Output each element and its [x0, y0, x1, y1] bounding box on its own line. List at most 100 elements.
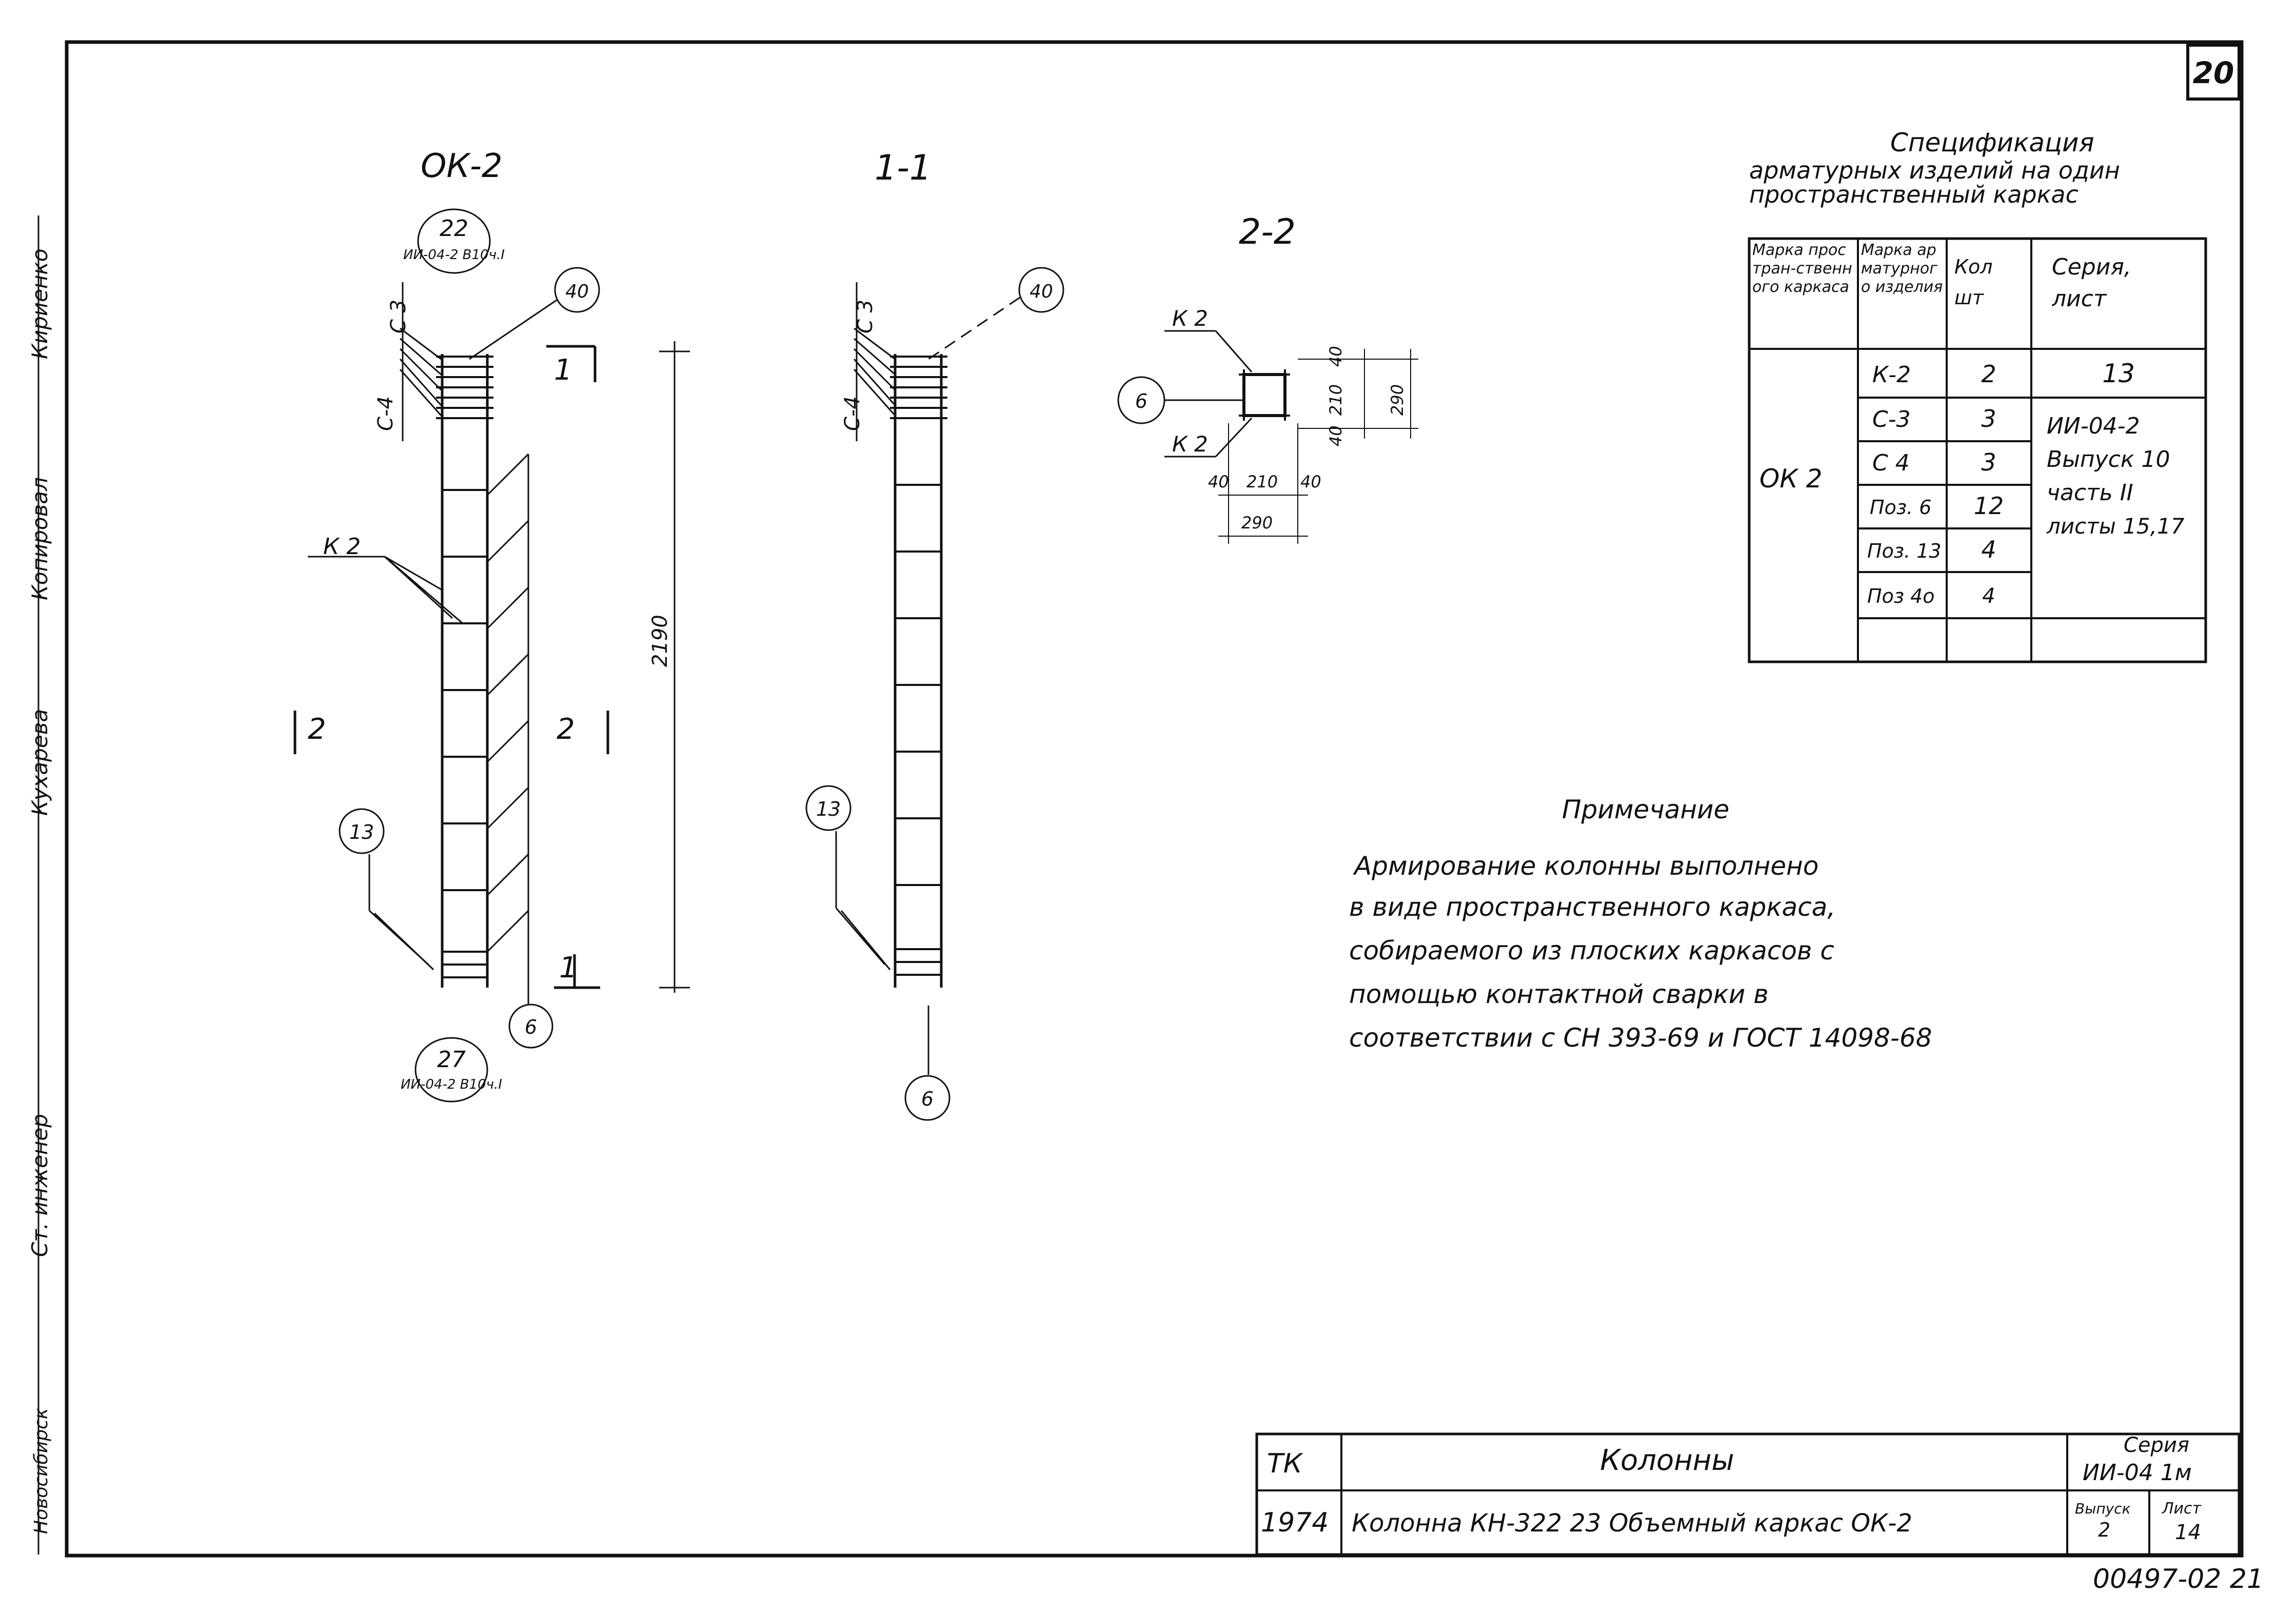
note-line-2: в виде пространственного каркаса,	[1349, 892, 1835, 922]
callout-40-ok2	[554, 267, 600, 313]
label-c3: С 3	[387, 300, 410, 333]
spec-row-1-item: К-2	[1872, 362, 1911, 388]
callout-13-sec11	[805, 785, 852, 831]
label-k2-ok2: К 2	[323, 534, 361, 560]
dim-290-bottom: 290	[1241, 513, 1273, 533]
spec-row-6-item: Поз 4о	[1867, 585, 1935, 607]
bottom-ref-text: ИИ-04-2 В10ч.I	[401, 1077, 502, 1092]
stamp-name: Колонны	[1600, 1444, 1734, 1477]
callout-6-sec22-label: 6	[1135, 390, 1147, 412]
spec-title-2: арматурных изделий на один	[1749, 156, 2120, 184]
view-ok2-title: ОК-2	[421, 147, 503, 185]
page-number: 20	[2193, 55, 2234, 90]
view-section-1-1: 1-1 С 3 С-4	[805, 148, 1064, 1121]
dim-height: 2190	[648, 615, 672, 667]
view-ok2: ОК-2 22 ИИ-04-2 В10ч.I	[293, 147, 690, 1103]
stamp-year: 1974	[1261, 1507, 1329, 1538]
bottom-ref-circle	[414, 1037, 488, 1103]
label-k2-sec22-bottom: К 2	[1172, 431, 1208, 457]
label-c4-sec11: С-4	[841, 396, 864, 431]
spec-series-line-1: ИИ-04-2	[2047, 413, 2140, 439]
label-c4: С-4	[374, 396, 398, 431]
stamp-code: ТК	[1267, 1448, 1303, 1479]
stamp-issue-value: 2	[2098, 1519, 2110, 1541]
spec-row-2-item: С-3	[1872, 406, 1911, 433]
spec-row-5-item: Поз. 13	[1867, 540, 1942, 562]
spec-row-2-qty: 3	[1981, 405, 1996, 433]
page-number-box: 20	[2186, 44, 2241, 101]
spec-table-frame	[1748, 237, 2207, 663]
note: Примечание Армирование колонны выполнено…	[1349, 795, 1932, 1053]
sheet-frame	[65, 40, 2244, 1558]
spec-row-5-qty: 4	[1981, 536, 1996, 563]
cut-1-top: 1	[554, 353, 572, 387]
top-ref-circle	[417, 208, 491, 274]
spec-row-6-qty: 4	[1982, 584, 1995, 608]
view-1-1-title: 1-1	[875, 148, 932, 188]
stamp-issue-label: Выпуск	[2075, 1500, 2131, 1517]
spec-row-3-item: С 4	[1872, 450, 1910, 476]
spec-header-series: Серия, лист	[2052, 254, 2131, 312]
ok2-top-mesh	[436, 356, 493, 419]
ok2-hatching	[486, 453, 529, 953]
stamp-sheet-label: Лист	[2162, 1500, 2202, 1518]
bottom-ref-number: 27	[437, 1047, 466, 1073]
strip-label-kirienko: Кириенко	[27, 249, 52, 359]
spec-row-4-qty: 12	[1974, 492, 2004, 520]
view-section-2-2: 2-2 К 2 К 2 6 40 210 40 290 40 210	[1117, 212, 1418, 544]
callout-6-ok2	[508, 1004, 553, 1049]
spec-title-3: пространственный каркас	[1749, 181, 2079, 208]
dim-40-left: 40	[1208, 472, 1229, 492]
spec-header-item-mark: Марка арматурного изделия	[1861, 241, 1943, 296]
top-ref-number: 22	[440, 215, 468, 242]
spec-header-frame-mark: Марка простран-ственного каркаса	[1752, 241, 1852, 296]
callout-13-sec11-label: 13	[816, 798, 841, 820]
spec-row-3-qty: 3	[1981, 448, 1996, 476]
spec-row-1-series: 13	[2102, 359, 2135, 388]
callout-13-ok2-label: 13	[349, 821, 374, 843]
callout-40-sec11-label: 40	[1030, 281, 1053, 302]
spec-row-1-qty: 2	[1981, 360, 1996, 388]
callout-6-sec11-label: 6	[921, 1088, 934, 1110]
cut-2-right: 2	[557, 713, 575, 746]
left-strip: Новосибирск Ст. инженер Кухарева Копиров…	[27, 215, 52, 1555]
dim-40-right: 40	[1300, 472, 1321, 492]
note-title: Примечание	[1562, 795, 1729, 824]
strip-label-kukhareva: Кухарева	[27, 709, 52, 816]
spec-title-1: Спецификация	[1890, 128, 2094, 158]
note-line-3: собираемого из плоских каркасов с	[1349, 936, 1834, 966]
stamp-subtitle: Колонна КН-322 23 Объемный каркас ОК-2	[1352, 1509, 1912, 1538]
spec-series-line-3: часть II	[2047, 480, 2133, 506]
callout-40-ok2-label: 40	[565, 281, 589, 302]
spec-header-qty: Кол шт	[1954, 255, 1993, 309]
dim-40-bottom: 40	[1326, 425, 1345, 446]
strip-label-copied: Копировал	[27, 477, 52, 600]
dim-40-top: 40	[1326, 346, 1345, 367]
callout-6-sec11	[904, 1075, 951, 1121]
label-c3-sec11: С 3	[854, 300, 877, 333]
note-line-4: помощью контактной сварки в	[1349, 979, 1769, 1009]
strip-label-novosibirsk: Новосибирск	[31, 1408, 52, 1534]
specification: Спецификация арматурных изделий на один …	[1748, 128, 2207, 663]
spec-series-line-2: Выпуск 10	[2047, 446, 2170, 473]
spec-frame-mark: ОК 2	[1759, 464, 1823, 494]
stamp-series-value: ИИ-04 1м	[2083, 1460, 2192, 1486]
callout-6-ok2-label: 6	[525, 1016, 537, 1038]
spec-series-line-4: листы 15,17	[2046, 514, 2185, 539]
ok2-stirrups	[442, 489, 487, 978]
label-k2-sec22-top: К 2	[1172, 306, 1208, 331]
note-line-5: соответствии с СН 393-69 и ГОСТ 14098-68	[1349, 1023, 1932, 1053]
archive-number: 00497-02 21	[2093, 1564, 2264, 1595]
title-block: ТК Колонны 1974 Колонна КН-322 23 Объемн…	[1255, 1432, 2241, 1556]
dim-210-right: 210	[1326, 384, 1345, 416]
top-ref-text: ИИ-04-2 В10ч.I	[403, 247, 505, 263]
view-2-2-title: 2-2	[1239, 212, 1296, 252]
sec22-square	[1242, 373, 1286, 417]
sec11-top-mesh	[890, 356, 947, 419]
sec11-stirrups	[895, 484, 941, 976]
callout-40-sec11	[1018, 267, 1064, 313]
note-line-1: Армирование колонны выполнено	[1353, 851, 1818, 881]
callout-13-ok2	[339, 808, 385, 854]
cut-2-left: 2	[308, 713, 326, 746]
